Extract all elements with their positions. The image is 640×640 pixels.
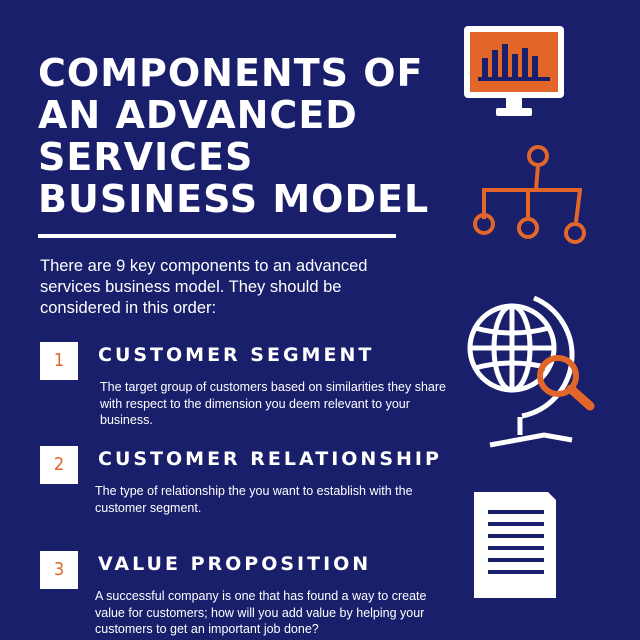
item-title: VALUE PROPOSITION — [98, 553, 372, 575]
title-line: SERVICES — [38, 135, 254, 179]
page-title: COMPONENTS OF AN ADVANCED SERVICES BUSIN… — [38, 52, 458, 220]
item-description: A successful company is one that has fou… — [95, 589, 427, 636]
title-line: AN ADVANCED — [38, 93, 358, 137]
item-title: CUSTOMER RELATIONSHIP — [98, 448, 442, 470]
document-icon — [474, 492, 556, 598]
intro-text: There are 9 key components to an advance… — [40, 257, 368, 317]
item-number: 2 — [40, 446, 78, 484]
title-line: BUSINESS MODEL — [38, 177, 430, 221]
item-title: CUSTOMER SEGMENT — [98, 344, 375, 366]
item-description: The target group of customers based on s… — [100, 380, 447, 427]
org-chart-icon — [473, 145, 586, 244]
title-line: COMPONENTS OF — [38, 51, 424, 95]
item-description: The type of relationship the you want to… — [95, 484, 413, 515]
globe-magnifier-icon — [467, 295, 595, 448]
title-divider — [38, 234, 396, 238]
item-number: 1 — [40, 342, 78, 380]
monitor-chart-icon — [464, 26, 564, 116]
item-number: 3 — [40, 551, 78, 589]
